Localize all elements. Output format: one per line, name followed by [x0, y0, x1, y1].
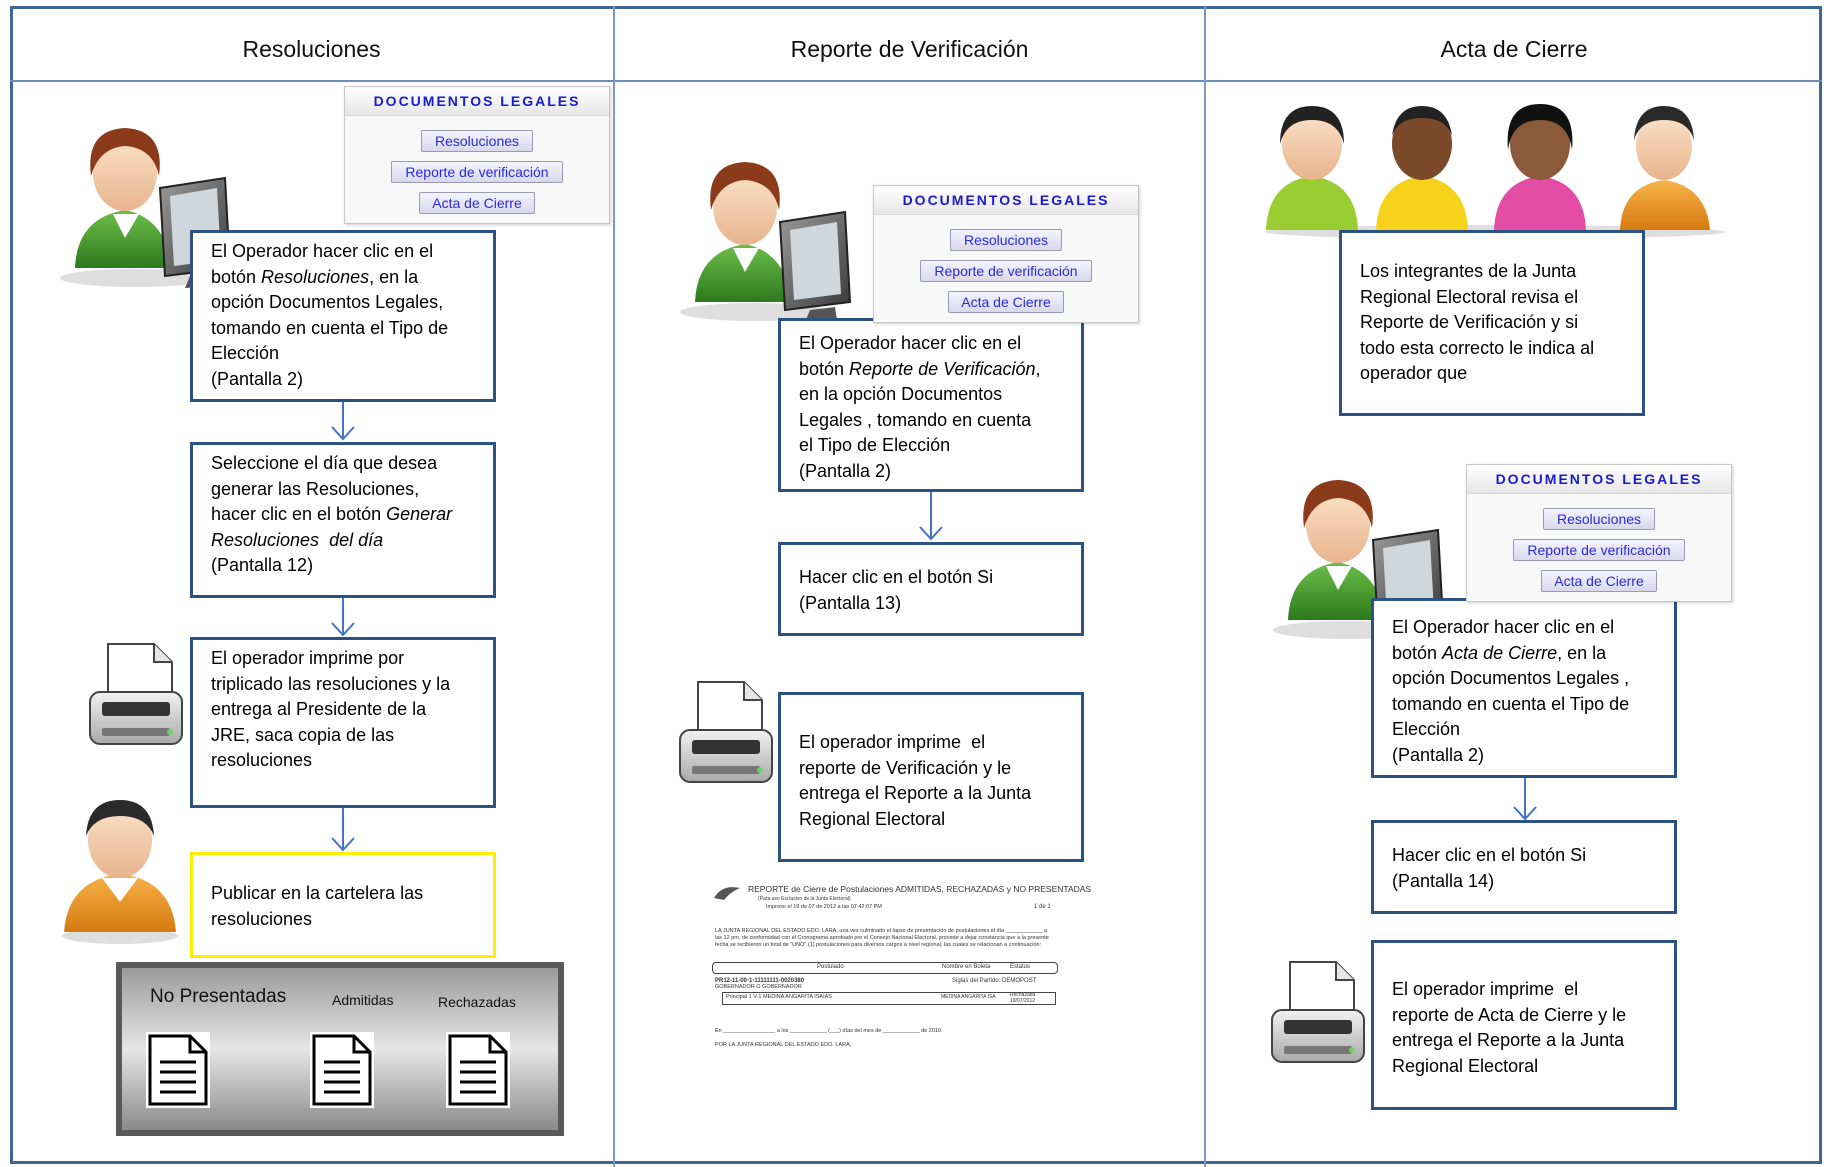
- step-box: El Operador hacer clic en el botón Repor…: [778, 318, 1084, 492]
- report-row-boleta: MEDINA ANGARITA ISA: [941, 994, 996, 1000]
- documentos-legales-menu: DOCUMENTOS LEGALES Resoluciones Reporte …: [344, 86, 610, 224]
- printer-icon: [679, 681, 773, 783]
- acta-cierre-button[interactable]: Acta de Cierre: [419, 192, 535, 214]
- column-title-resoluciones: Resoluciones: [242, 36, 381, 62]
- step-box: Seleccione el día que desea generar las …: [190, 442, 496, 598]
- step-text: (Pantalla 12): [211, 555, 314, 576]
- cne-logo-icon: [714, 887, 740, 900]
- step-text: , en la opción Documentos Legales, toman…: [211, 266, 449, 389]
- down-arrow-icon: [331, 402, 355, 441]
- document-icon: [310, 1032, 374, 1108]
- reporte-verificacion-button[interactable]: Reporte de verificación: [391, 161, 563, 183]
- resoluciones-button[interactable]: Resoluciones: [421, 130, 533, 152]
- step-text-emphasis: Resoluciones: [261, 266, 370, 287]
- report-footer: En _________________ a los ____________ …: [715, 1028, 942, 1034]
- down-arrow-icon: [919, 492, 943, 541]
- down-arrow-icon: [1513, 778, 1537, 821]
- documentos-legales-menu: DOCUMENTOS LEGALES Resoluciones Reporte …: [1466, 464, 1732, 602]
- step-text-emphasis: Generar Resoluciones del día: [211, 504, 453, 550]
- step-text: El Operador hacer clic en el botón: [1392, 617, 1615, 663]
- document-icon: [146, 1032, 210, 1108]
- printer-icon: [1271, 961, 1365, 1063]
- column-divider-2: [1204, 6, 1206, 1167]
- committee-members-icon: [1265, 104, 1725, 239]
- column-title-acta: Acta de Cierre: [1440, 36, 1588, 62]
- board-label-admitidas: Admitidas: [332, 992, 394, 1008]
- menu-title: DOCUMENTOS LEGALES: [874, 186, 1138, 215]
- report-code: PR12-11-00-1-11111111-0020380: [715, 978, 805, 984]
- step-box: El Operador hacer clic en el botón Acta …: [1371, 598, 1677, 778]
- resoluciones-button[interactable]: Resoluciones: [950, 229, 1062, 251]
- report-subtitle: (Para uso Exclusivo de la Junta Electora…: [758, 896, 851, 902]
- step-box-highlight: Publicar en la cartelera las resolucione…: [190, 852, 496, 958]
- down-arrow-icon: [331, 598, 355, 637]
- down-arrow-icon: [331, 808, 355, 852]
- step-box: El Operador hacer clic en el botón Resol…: [190, 230, 496, 402]
- step-text: El Operador hacer clic en el botón: [211, 241, 434, 287]
- reporte-verificacion-button[interactable]: Reporte de verificación: [920, 260, 1092, 282]
- report-row-name: Principal 1 V-1 MEDINA ANGARITA ISAIAS: [726, 994, 832, 1000]
- report-col-boleta: Nombre en Boleta: [942, 964, 991, 970]
- column-title-reporte: Reporte de Verificación: [790, 36, 1029, 62]
- board-label-rechazadas: Rechazadas: [438, 994, 516, 1010]
- column-divider-1: [613, 6, 615, 1167]
- resoluciones-button[interactable]: Resoluciones: [1543, 508, 1655, 530]
- step-text: , en la opción Documentos Legales , toma…: [1392, 642, 1630, 765]
- step-box: El operador imprime el reporte de Verifi…: [778, 692, 1084, 862]
- acta-cierre-button[interactable]: Acta de Cierre: [948, 291, 1064, 313]
- board-label-no-presentadas: No Presentadas: [150, 986, 287, 1007]
- menu-title: DOCUMENTOS LEGALES: [345, 87, 609, 116]
- step-box: Los integrantes de la Junta Regional Ele…: [1339, 230, 1645, 416]
- reporte-verificacion-button[interactable]: Reporte de verificación: [1513, 539, 1685, 561]
- documentos-legales-menu: DOCUMENTOS LEGALES Resoluciones Reporte …: [873, 185, 1139, 323]
- report-gob: GOBERNADOR O GOBERNADOR: [715, 984, 802, 990]
- step-text-emphasis: Reporte de Verificación: [849, 358, 1036, 379]
- report-paragraph: LA JUNTA REGIONAL DEL ESTADO EDO. LARA, …: [715, 928, 1049, 948]
- report-col-postulado: Postulado: [817, 964, 844, 970]
- step-text: El Operador hacer clic en el botón: [799, 333, 1022, 379]
- report-title: REPORTE de Cierre de Postulaciones ADMIT…: [748, 884, 1092, 894]
- step-text-emphasis: Acta de Cierre: [1442, 642, 1558, 663]
- report-col-estatus: Estatus: [1010, 964, 1031, 970]
- step-text: , en la opción Documentos Legales , toma…: [799, 358, 1041, 481]
- step-box: Hacer clic en el botón Si (Pantalla 14): [1371, 820, 1677, 914]
- person-icon: [62, 800, 178, 944]
- report-header-row: [712, 962, 1058, 974]
- step-box: Hacer clic en el botón Si (Pantalla 13): [778, 542, 1084, 636]
- report-data-row: [722, 992, 1056, 1005]
- report-row-status: Rechazada 19/07/2012: [1010, 992, 1036, 1004]
- header-divider: [10, 80, 1822, 82]
- step-box: El operador imprime el reporte de Acta d…: [1371, 940, 1677, 1110]
- operator-computer-icon: [680, 162, 852, 322]
- printer-icon: [89, 643, 183, 745]
- report-printed: Impreso el 19 de 07 de 2012 a las 07:42:…: [766, 904, 882, 910]
- report-footer-signature: POR LA JUNTA REGIONAL DEL ESTADO EDO. LA…: [715, 1042, 852, 1048]
- acta-cierre-button[interactable]: Acta de Cierre: [1541, 570, 1657, 592]
- menu-title: DOCUMENTOS LEGALES: [1467, 465, 1731, 494]
- report-page: 1 de 1: [1034, 904, 1051, 910]
- cartelera-board: No Presentadas Admitidas Rechazadas: [116, 962, 564, 1136]
- document-icon: [446, 1032, 510, 1108]
- report-siglas: Siglas del Partido: DEMOPOST: [952, 978, 1037, 984]
- diagram-frame: [10, 6, 1822, 1164]
- report-thumbnail: REPORTE de Cierre de Postulaciones ADMIT…: [712, 880, 1092, 1050]
- step-box: El operador imprime por triplicado las r…: [190, 637, 496, 808]
- step-text: Seleccione el día que desea generar las …: [211, 453, 438, 525]
